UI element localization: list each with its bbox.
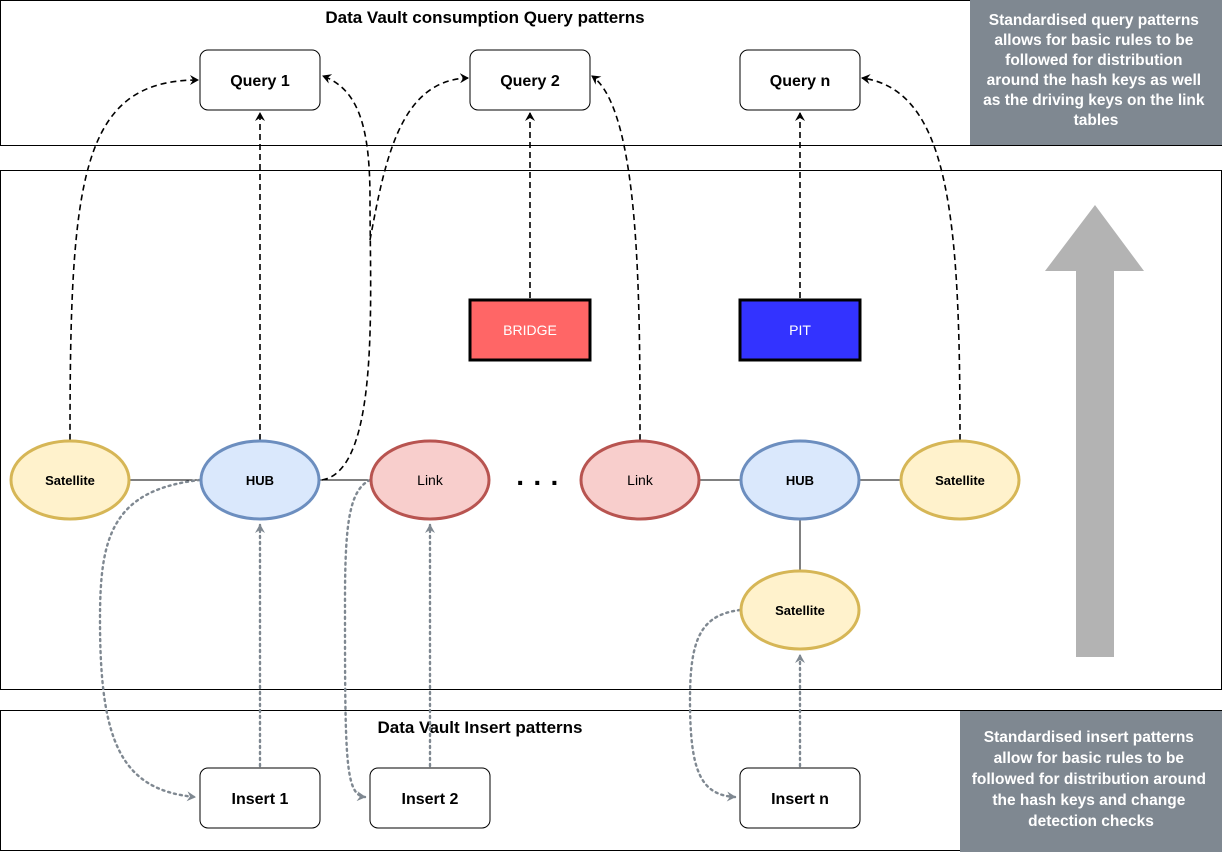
query-note-line: around the hash keys as well — [987, 72, 1202, 89]
query-note-box — [970, 0, 1222, 145]
query-box-label: Query 2 — [500, 73, 560, 90]
hub-node[interactable]: HUB — [199, 439, 321, 521]
insert-note-line: detection checks — [1028, 813, 1154, 830]
link-label: Link — [627, 472, 654, 488]
ellipsis-separator: · · · — [516, 467, 560, 498]
query-note-line: allows for basic rules to be — [994, 32, 1193, 49]
query-box[interactable]: Query 2 — [469, 49, 591, 111]
pit-label: PIT — [789, 322, 811, 338]
hub-node[interactable]: HUB — [739, 439, 861, 521]
solid-connectors — [130, 479, 900, 570]
insert-box[interactable]: Insert 1 — [199, 767, 321, 829]
query-note-line: followed for distribution — [1005, 52, 1182, 69]
satellite-node[interactable]: Satellite — [899, 439, 1021, 521]
query-box-label: Query n — [770, 73, 830, 90]
hub-label: HUB — [786, 473, 814, 488]
insert-box[interactable]: Insert 2 — [369, 767, 491, 829]
bridge-label: BRIDGE — [503, 322, 557, 338]
query-connectors — [69, 73, 961, 481]
query-connector — [69, 75, 199, 441]
query-box-label: Query 1 — [230, 73, 290, 90]
insert-box-label: Insert 1 — [232, 791, 289, 808]
insert-connectors — [98, 478, 805, 802]
vault-section-frame — [0, 170, 1222, 690]
insert-box[interactable]: Insert n — [739, 767, 861, 829]
link-node[interactable]: Link — [579, 439, 701, 521]
insert-note-box — [960, 711, 1222, 852]
link-label: Link — [417, 472, 444, 488]
query-connector — [861, 74, 961, 441]
insert-connector — [343, 478, 372, 802]
query-section-title: Data Vault consumption Query patterns — [325, 8, 644, 27]
link-node[interactable]: Link — [369, 439, 491, 521]
hub-label: HUB — [246, 473, 274, 488]
query-note-line: as the driving keys on the link — [983, 92, 1205, 109]
insert-note-line: the hash keys and change — [992, 792, 1185, 809]
satellite-label: Satellite — [935, 473, 985, 488]
query-note-line: tables — [1074, 112, 1119, 129]
query-connector — [321, 74, 372, 481]
insert-note-text: Standardised insert patterns allow for b… — [972, 729, 1211, 830]
insert-box-label: Insert n — [771, 791, 829, 808]
query-connector — [369, 73, 469, 241]
insert-connector — [98, 478, 202, 802]
query-connector — [591, 75, 641, 441]
insert-note-line: followed for distribution around — [972, 771, 1206, 788]
satellite-label: Satellite — [775, 603, 825, 618]
insert-section-title: Data Vault Insert patterns — [377, 718, 582, 737]
pit-table[interactable]: PIT — [738, 298, 862, 362]
satellite-node[interactable]: Satellite — [9, 439, 131, 521]
insert-note-line: allow for basic rules to be — [994, 750, 1185, 767]
satellite-node[interactable]: Satellite — [739, 569, 861, 651]
insert-box-label: Insert 2 — [402, 791, 459, 808]
insert-note-line: Standardised insert patterns — [984, 729, 1194, 746]
upward-flow-arrow-icon — [1045, 205, 1144, 657]
query-note-line: Standardised query patterns — [989, 12, 1199, 29]
bridge-table[interactable]: BRIDGE — [468, 298, 592, 362]
query-box[interactable]: Query 1 — [199, 49, 321, 111]
query-box[interactable]: Query n — [739, 49, 861, 111]
insert-connector — [688, 608, 742, 802]
query-note-text: Standardised query patterns allows for b… — [983, 12, 1209, 129]
satellite-label: Satellite — [45, 473, 95, 488]
